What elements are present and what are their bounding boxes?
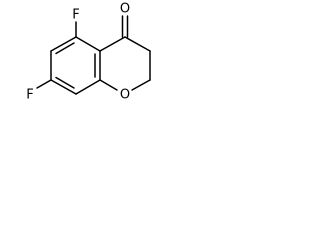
bond-c4a-c5 bbox=[75, 36, 101, 52]
bond-c7-c8 bbox=[50, 79, 77, 95]
bond-c5-c6 bbox=[50, 36, 77, 52]
bond-c7-f bbox=[36, 79, 52, 89]
bond-c4a-c4 bbox=[99, 36, 126, 52]
bond-o1-c8a bbox=[99, 79, 118, 91]
bond-c5-c6-inner bbox=[55, 42, 75, 55]
atom-label-fluorine-5: F bbox=[72, 8, 79, 23]
benzene-ring bbox=[50, 36, 101, 95]
chemical-structure-diagram: O F F O bbox=[26, 2, 151, 103]
carbonyl-group bbox=[121, 15, 129, 38]
bond-c7-c8-inner bbox=[55, 76, 75, 89]
bond-c4-c3 bbox=[124, 36, 151, 52]
pyranone-ring bbox=[99, 36, 151, 91]
bond-c2-o1 bbox=[131, 79, 151, 91]
bond-c8-c8a bbox=[75, 79, 101, 95]
atom-label-carbonyl-oxygen: O bbox=[120, 2, 130, 17]
atom-label-ring-oxygen: O bbox=[120, 88, 130, 103]
atom-label-fluorine-7: F bbox=[26, 88, 33, 103]
